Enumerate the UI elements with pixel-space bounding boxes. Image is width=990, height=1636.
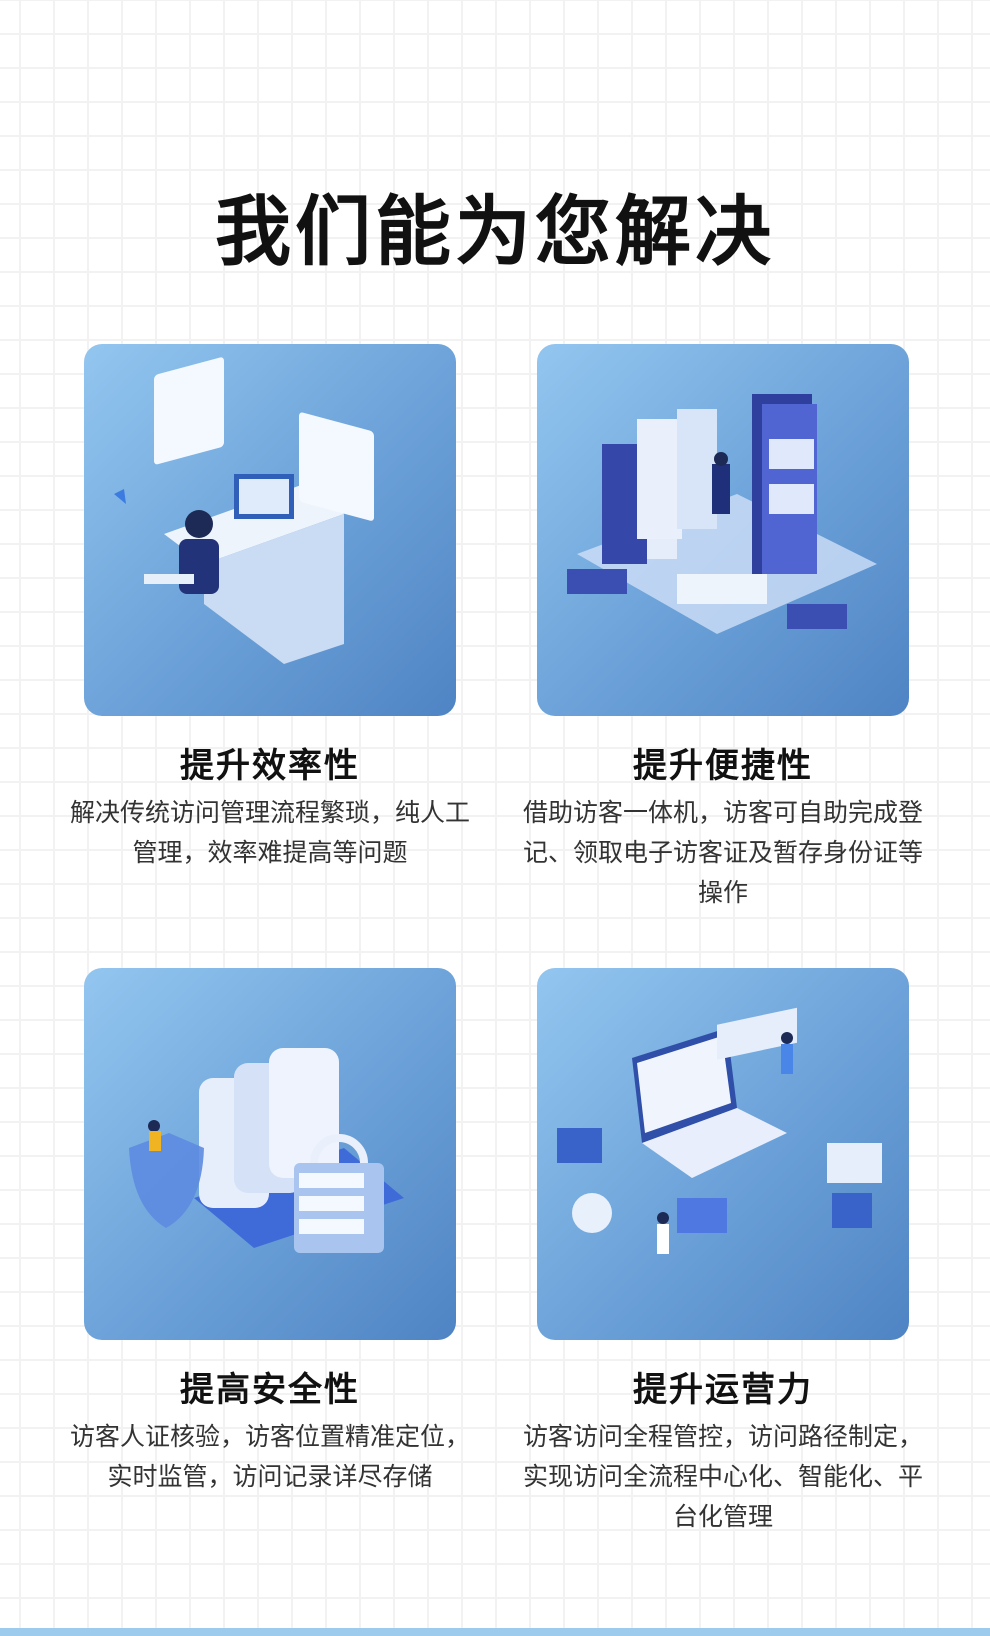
office-worker-illustration [84, 344, 456, 716]
card-title: 提升运营力 [633, 1370, 813, 1410]
card-title: 提高安全性 [180, 1370, 360, 1410]
bottom-bar [0, 1628, 990, 1636]
card-description: 借助访客一体机，访客可自助完成登记、领取电子访客证及暂存身份证等操作 [522, 798, 923, 907]
card-title: 提升便捷性 [633, 746, 813, 786]
card-security: 提高安全性 访客人证核验，访客位置精准定位，实时监管，访问记录详尽存储 [70, 968, 470, 1497]
page-title: 我们能为您解决 [215, 187, 775, 276]
card-description: 访客访问全程管控，访问路径制定，实现访问全流程中心化、智能化、平台化管理 [522, 1422, 923, 1531]
security-shield-illustration [84, 968, 456, 1340]
server-kiosk-illustration [537, 344, 909, 716]
card-description: 访客人证核验，访客位置精准定位，实时监管，访问记录详尽存储 [69, 1422, 470, 1491]
card-description: 解决传统访问管理流程繁琐，纯人工管理，效率难提高等问题 [69, 798, 470, 867]
card-operations: 提升运营力 访客访问全程管控，访问路径制定，实现访问全流程中心化、智能化、平台化… [523, 968, 923, 1537]
card-title: 提升效率性 [180, 746, 360, 786]
card-convenience: 提升便捷性 借助访客一体机，访客可自助完成登记、领取电子访客证及暂存身份证等操作 [523, 344, 923, 913]
data-platform-illustration [537, 968, 909, 1340]
card-efficiency: 提升效率性 解决传统访问管理流程繁琐，纯人工管理，效率难提高等问题 [70, 344, 470, 873]
